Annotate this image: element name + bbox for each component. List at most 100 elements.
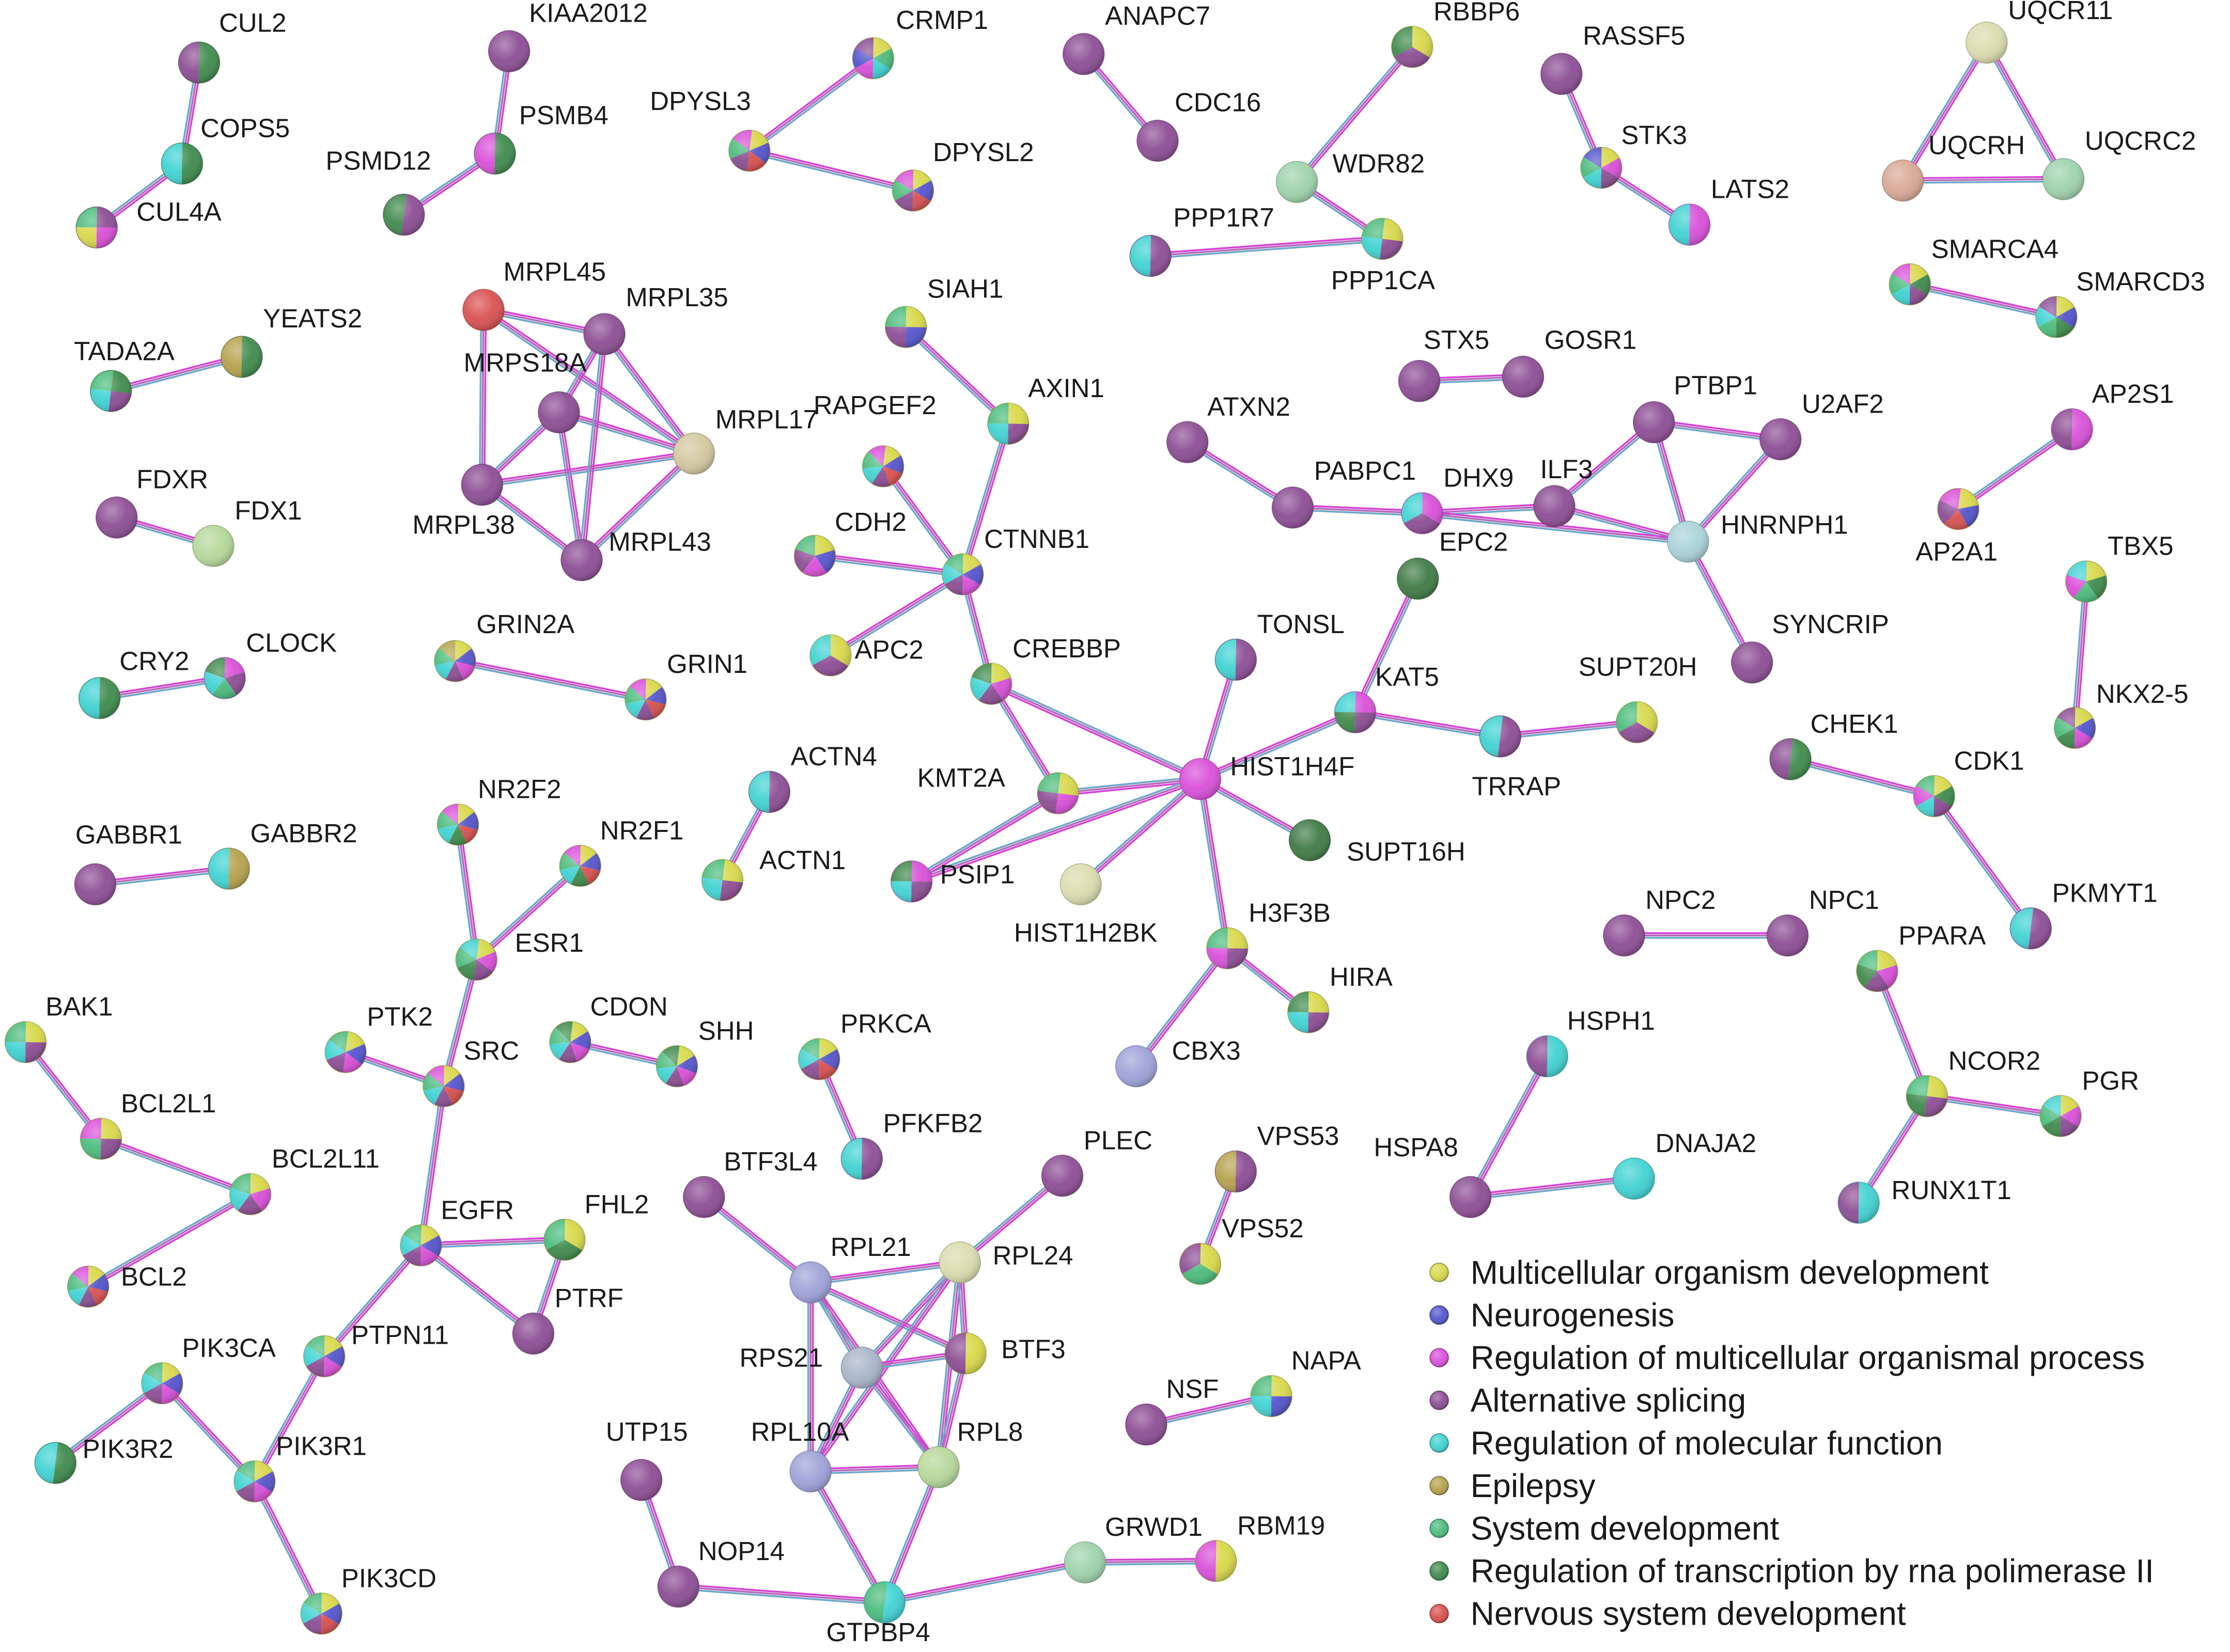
node-dhx9[interactable]: DHX9 — [1401, 463, 1514, 534]
node-rpl10a[interactable]: RPL10A — [751, 1417, 849, 1493]
node-hnrnph1[interactable]: HNRNPH1 — [1667, 510, 1848, 563]
node-gabbr1[interactable]: GABBR1 — [74, 820, 182, 906]
node-syncrip[interactable]: SYNCRIP — [1730, 609, 1889, 684]
node-nr2f1[interactable]: NR2F1 — [559, 815, 683, 887]
node-rps21[interactable]: RPS21 — [740, 1343, 883, 1389]
node-napa[interactable]: NAPA — [1250, 1346, 1361, 1418]
node-stx5[interactable]: STX5 — [1398, 325, 1489, 402]
node-mrpl38[interactable]: MRPL38 — [412, 464, 515, 540]
node-kiaa2012[interactable]: KIAA2012 — [488, 0, 648, 72]
node-nr2f2[interactable]: NR2F2 — [436, 774, 562, 846]
node-apc2[interactable]: APC2 — [809, 634, 924, 676]
node-ptpn11[interactable]: PTPN11 — [303, 1320, 449, 1378]
node-cdk1[interactable]: CDK1 — [1913, 746, 2024, 817]
node-ptrf[interactable]: PTRF — [512, 1283, 623, 1355]
node-tonsl[interactable]: TONSL — [1214, 609, 1345, 681]
node-vps53[interactable]: VPS53 — [1214, 1121, 1339, 1193]
node-cbx3[interactable]: CBX3 — [1115, 1036, 1241, 1088]
node-npc2[interactable]: NPC2 — [1603, 885, 1716, 957]
node-mrps18a[interactable]: MRPS18A — [463, 348, 587, 434]
node-psip1[interactable]: PSIP1 — [890, 860, 1015, 903]
node-cdc16[interactable]: CDC16 — [1136, 88, 1261, 162]
node-prkca[interactable]: PRKCA — [798, 1009, 931, 1080]
node-grin2a[interactable]: GRIN2A — [434, 609, 574, 682]
node-pabpc1[interactable]: PABPC1 — [1271, 456, 1416, 529]
node-smarca4[interactable]: SMARCA4 — [1889, 234, 2059, 306]
node-actn4[interactable]: ACTN4 — [748, 742, 877, 813]
node-psmd12[interactable]: PSMD12 — [325, 146, 431, 236]
node-hsph1[interactable]: HSPH1 — [1526, 1006, 1655, 1078]
node-epc2[interactable]: EPC2 — [1396, 527, 1508, 600]
node-btf3[interactable]: BTF3 — [944, 1332, 1066, 1375]
node-crmp1[interactable]: CRMP1 — [852, 5, 988, 80]
node-bcl2l11[interactable]: BCL2L11 — [229, 1144, 380, 1216]
node-atxn2[interactable]: ATXN2 — [1166, 392, 1290, 463]
node-rapgef2[interactable]: RAPGEF2 — [814, 390, 937, 487]
node-bcl2l1[interactable]: BCL2L1 — [80, 1089, 216, 1160]
node-hist1h4f[interactable]: HIST1H4F — [1179, 751, 1355, 800]
node-pfkfb2[interactable]: PFKFB2 — [840, 1108, 983, 1180]
node-src[interactable]: SRC — [423, 1036, 519, 1108]
node-pik3cd[interactable]: PIK3CD — [300, 1563, 436, 1635]
node-ppara[interactable]: PPARA — [1856, 921, 1986, 993]
node-cdh2[interactable]: CDH2 — [793, 507, 907, 577]
node-rpl21[interactable]: RPL21 — [789, 1232, 911, 1303]
node-cul2[interactable]: CUL2 — [178, 8, 286, 84]
node-bcl2[interactable]: BCL2 — [67, 1262, 187, 1308]
node-runx1t1[interactable]: RUNX1T1 — [1837, 1175, 2011, 1224]
node-dnaja2[interactable]: DNAJA2 — [1613, 1128, 1756, 1200]
node-actn1[interactable]: ACTN1 — [701, 845, 846, 901]
node-fhl2[interactable]: FHL2 — [543, 1189, 649, 1261]
node-rpl8[interactable]: RPL8 — [917, 1417, 1023, 1488]
node-pgr[interactable]: PGR — [2039, 1066, 2139, 1137]
node-tbx5[interactable]: TBX5 — [2065, 531, 2174, 603]
node-tada2a[interactable]: TADA2A — [74, 337, 175, 412]
node-cops5[interactable]: COPS5 — [161, 113, 290, 185]
node-mrpl45[interactable]: MRPL45 — [462, 257, 606, 331]
node-ap2s1[interactable]: AP2S1 — [2051, 379, 2174, 451]
node-cul4a[interactable]: CUL4A — [75, 197, 222, 249]
node-cry2[interactable]: CRY2 — [78, 647, 190, 719]
node-trrap[interactable]: TRRAP — [1472, 715, 1561, 801]
node-mrpl35[interactable]: MRPL35 — [583, 282, 728, 355]
node-ncor2[interactable]: NCOR2 — [1906, 1046, 2040, 1118]
node-pkmyt1[interactable]: PKMYT1 — [2009, 878, 2158, 950]
node-lats2[interactable]: LATS2 — [1668, 175, 1789, 246]
node-ppp1ca[interactable]: PPP1CA — [1331, 217, 1435, 295]
node-pik3r2[interactable]: PIK3R2 — [34, 1434, 173, 1484]
node-kat5[interactable]: KAT5 — [1334, 662, 1439, 734]
node-fdxr[interactable]: FDXR — [95, 464, 208, 539]
node-axin1[interactable]: AXIN1 — [987, 373, 1104, 445]
node-supt16h[interactable]: SUPT16H — [1288, 819, 1465, 867]
node-btf3l4[interactable]: BTF3L4 — [682, 1147, 818, 1218]
node-uqcr11[interactable]: UQCR11 — [1966, 0, 2113, 64]
node-anapc7[interactable]: ANAPC7 — [1063, 1, 1210, 75]
node-vps52[interactable]: VPS52 — [1179, 1214, 1304, 1285]
node-npc1[interactable]: NPC1 — [1766, 885, 1879, 957]
node-kmt2a[interactable]: KMT2A — [917, 763, 1079, 814]
node-fdx1[interactable]: FDX1 — [192, 496, 302, 567]
node-rbbp6[interactable]: RBBP6 — [1391, 0, 1520, 68]
node-stk3[interactable]: STK3 — [1580, 120, 1687, 189]
node-pik3ca[interactable]: PIK3CA — [141, 1333, 276, 1405]
node-u2af2[interactable]: U2AF2 — [1759, 389, 1884, 461]
node-crebbp[interactable]: CREBBP — [970, 634, 1121, 705]
node-grwd1[interactable]: GRWD1 — [1064, 1512, 1203, 1584]
node-chek1[interactable]: CHEK1 — [1769, 709, 1898, 780]
node-bak1[interactable]: BAK1 — [4, 992, 113, 1063]
node-nop14[interactable]: NOP14 — [657, 1536, 785, 1608]
node-dpysl3[interactable]: DPYSL3 — [650, 86, 771, 172]
node-rbm19[interactable]: RBM19 — [1195, 1511, 1325, 1582]
node-rpl24[interactable]: RPL24 — [939, 1240, 1073, 1284]
node-wdr82[interactable]: WDR82 — [1275, 149, 1425, 203]
node-utp15[interactable]: UTP15 — [606, 1417, 688, 1501]
node-esr1[interactable]: ESR1 — [455, 928, 584, 981]
node-egfr[interactable]: EGFR — [400, 1195, 514, 1267]
node-plec[interactable]: PLEC — [1041, 1125, 1152, 1197]
node-ctnnb1[interactable]: CTNNB1 — [942, 524, 1089, 595]
node-uqcrc2[interactable]: UQCRC2 — [2042, 126, 2196, 200]
node-ppp1r7[interactable]: PPP1R7 — [1129, 203, 1274, 277]
node-rassf5[interactable]: RASSF5 — [1540, 21, 1686, 95]
node-ptbp1[interactable]: PTBP1 — [1632, 371, 1757, 444]
node-mrpl43[interactable]: MRPL43 — [560, 527, 711, 581]
